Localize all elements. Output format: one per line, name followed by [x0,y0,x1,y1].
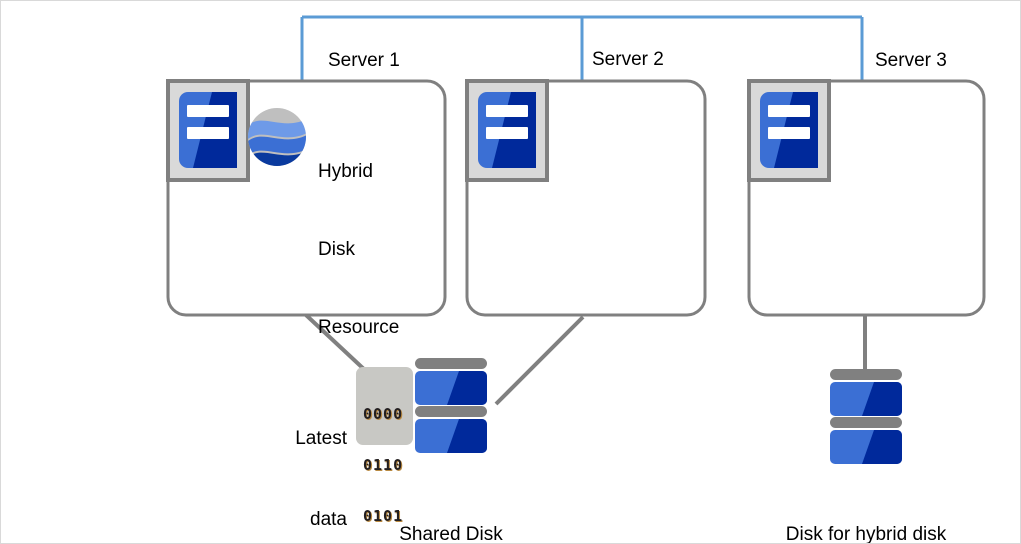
server-2-box[interactable] [465,79,707,317]
shared-disk-caption-line-1: Shared Disk [399,524,503,544]
disk-platter-1 [830,382,902,416]
server-2-box-group [465,79,707,317]
server-icon-bar-top [768,105,810,117]
server-1-icon-group [166,79,250,182]
server-1-label: Server 1 [328,50,400,71]
server-icon-body [478,92,536,168]
disk-cap-middle [415,406,487,417]
hybrid-disk-resource-line-3: Resource [318,317,400,338]
data-bit-row: 0000 [363,405,404,423]
disk-cap-top [415,358,487,369]
shared-disk-caption: Shared Disk for hybrid disk resource [291,472,611,544]
data-bit-row: 0110 [363,456,404,474]
server-icon-body [760,92,818,168]
server-icon-frame [465,79,549,182]
disk-platter-2 [415,419,487,453]
hybrid-disk-caption: Disk for hybrid disk resource [736,472,996,544]
server-icon-bar-bottom [768,127,810,139]
server-icon-frame [747,79,831,182]
hybrid-disk-globe-icon [248,108,306,166]
hybrid-disk-resource-label: Hybrid Disk Resource [318,107,399,393]
disk-platter-1-shade [862,382,902,416]
server-icon-shade [492,92,536,168]
server-3-box-group [747,79,986,317]
hybrid-disk-resource-line-1: Hybrid [318,161,373,182]
disk-platter-1-shade [447,371,487,405]
data-bit-row: 0101 [363,507,404,525]
latest-data-label: Latest data [249,371,347,543]
shared-disk-stack-icon[interactable] [415,358,487,453]
latest-data-line-1: Latest [295,428,347,449]
server-icon-bar-bottom [187,127,229,139]
server-2-label: Server 2 [592,49,664,70]
server-icon-bar-bottom [486,127,528,139]
hybrid-disk-stack-icon[interactable] [830,369,902,464]
disk-platter-1 [415,371,487,405]
server-3-icon-group [747,79,831,182]
server-1-box[interactable] [166,79,447,317]
server-icon-shade [193,92,237,168]
disk-cap-top [830,369,902,380]
server-1-box-group [166,79,447,317]
hybrid-disk-resource-line-2: Disk [318,239,355,260]
disk-platter-2-shade [447,419,487,453]
server-icon-bar-top [486,105,528,117]
disk-platter-2-shade [862,430,902,464]
server-2-icon-group [465,79,549,182]
hybrid-disk-caption-line-1: Disk for hybrid disk [785,524,947,544]
disk-cap-middle [830,417,902,428]
latest-data-line-2: data [310,509,347,530]
server-3-box[interactable] [747,79,986,317]
server-icon-bar-top [187,105,229,117]
connector-server-2-to-shared-disk [494,315,585,406]
latest-data-bits: 0000 0110 0101 0101 [363,372,404,543]
server-icon-shade [774,92,818,168]
server-3-label: Server 3 [875,50,947,71]
server-icon-frame [166,79,250,182]
server-icon-body [179,92,237,168]
disk-platter-2 [830,430,902,464]
